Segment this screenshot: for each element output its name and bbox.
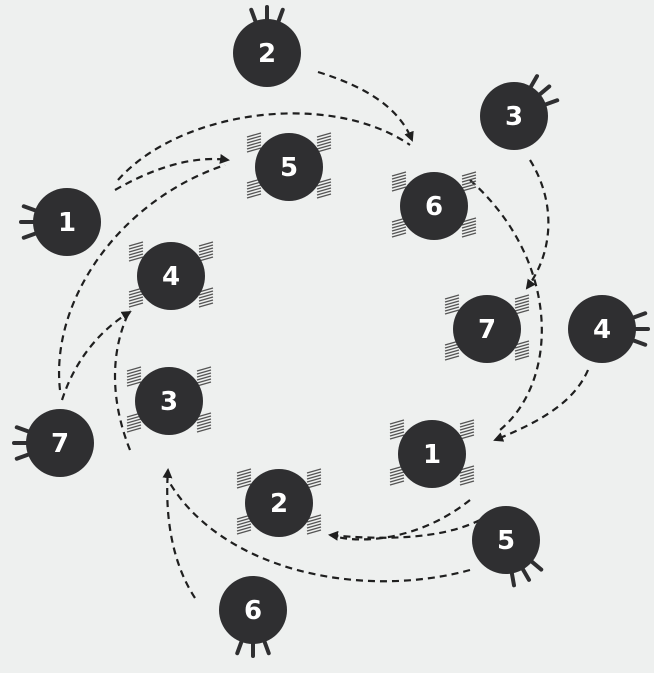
tick-mark xyxy=(237,640,242,653)
disc-number-label: 4 xyxy=(162,262,180,292)
arrow-inner-1-to-2-arc xyxy=(330,500,470,539)
outer-disc-2: 2 xyxy=(233,7,301,87)
disc-number-label: 5 xyxy=(497,526,515,556)
inner-disc-5: 5 xyxy=(247,133,331,201)
inner-disc-6: 6 xyxy=(392,172,476,240)
arrow-outer-4-to-1 xyxy=(495,370,588,440)
tick-mark xyxy=(544,100,557,105)
disc-number-label: 5 xyxy=(280,153,298,183)
outer-disc-1: 1 xyxy=(21,188,101,256)
tick-mark xyxy=(17,427,30,432)
disc-number-label: 4 xyxy=(593,315,611,345)
arrow-outer-6-to-3 xyxy=(167,470,195,598)
tick-mark xyxy=(251,10,256,23)
arrow-outer-2-to-6 xyxy=(318,72,412,140)
disc-number-label: 7 xyxy=(478,315,496,345)
inner-disc-4: 4 xyxy=(129,242,213,310)
tick-mark xyxy=(632,340,645,345)
disc-number-label: 1 xyxy=(423,440,441,470)
tick-mark xyxy=(539,86,550,95)
discs-layer: 1 2 3 4 5 6 7 1 2 3 4 5 6 7 xyxy=(14,7,648,656)
outer-disc-4: 4 xyxy=(568,295,648,363)
inner-disc-7: 7 xyxy=(445,295,529,363)
disc-number-label: 6 xyxy=(425,192,443,222)
tick-mark xyxy=(278,10,283,23)
disc-number-label: 2 xyxy=(258,39,276,69)
inner-disc-1: 1 xyxy=(390,420,474,488)
tick-mark xyxy=(24,233,37,238)
outer-disc-3: 3 xyxy=(480,76,557,150)
arrow-outer-1-to-5 xyxy=(115,159,228,190)
disc-number-label: 6 xyxy=(244,596,262,626)
disc-number-label: 2 xyxy=(270,489,288,519)
inner-disc-2: 2 xyxy=(237,469,321,537)
disc-number-label: 3 xyxy=(160,387,178,417)
tick-mark xyxy=(512,572,514,586)
tick-mark xyxy=(264,640,269,653)
disc-number-label: 7 xyxy=(51,429,69,459)
arrow-outer-5-to-2 xyxy=(330,520,480,538)
disc-number-label: 1 xyxy=(58,208,76,238)
outer-disc-7: 7 xyxy=(14,409,94,477)
tick-mark xyxy=(530,76,537,88)
tick-mark xyxy=(24,206,37,211)
arrow-outer-7-to-4 xyxy=(62,312,130,400)
outer-disc-6: 6 xyxy=(219,576,287,656)
tick-mark xyxy=(632,313,645,318)
disc-number-label: 3 xyxy=(505,102,523,132)
tick-mark xyxy=(17,454,30,459)
outer-disc-5: 5 xyxy=(472,506,541,585)
tick-mark xyxy=(522,568,529,580)
tick-mark xyxy=(531,561,542,570)
inner-disc-3: 3 xyxy=(127,367,211,435)
